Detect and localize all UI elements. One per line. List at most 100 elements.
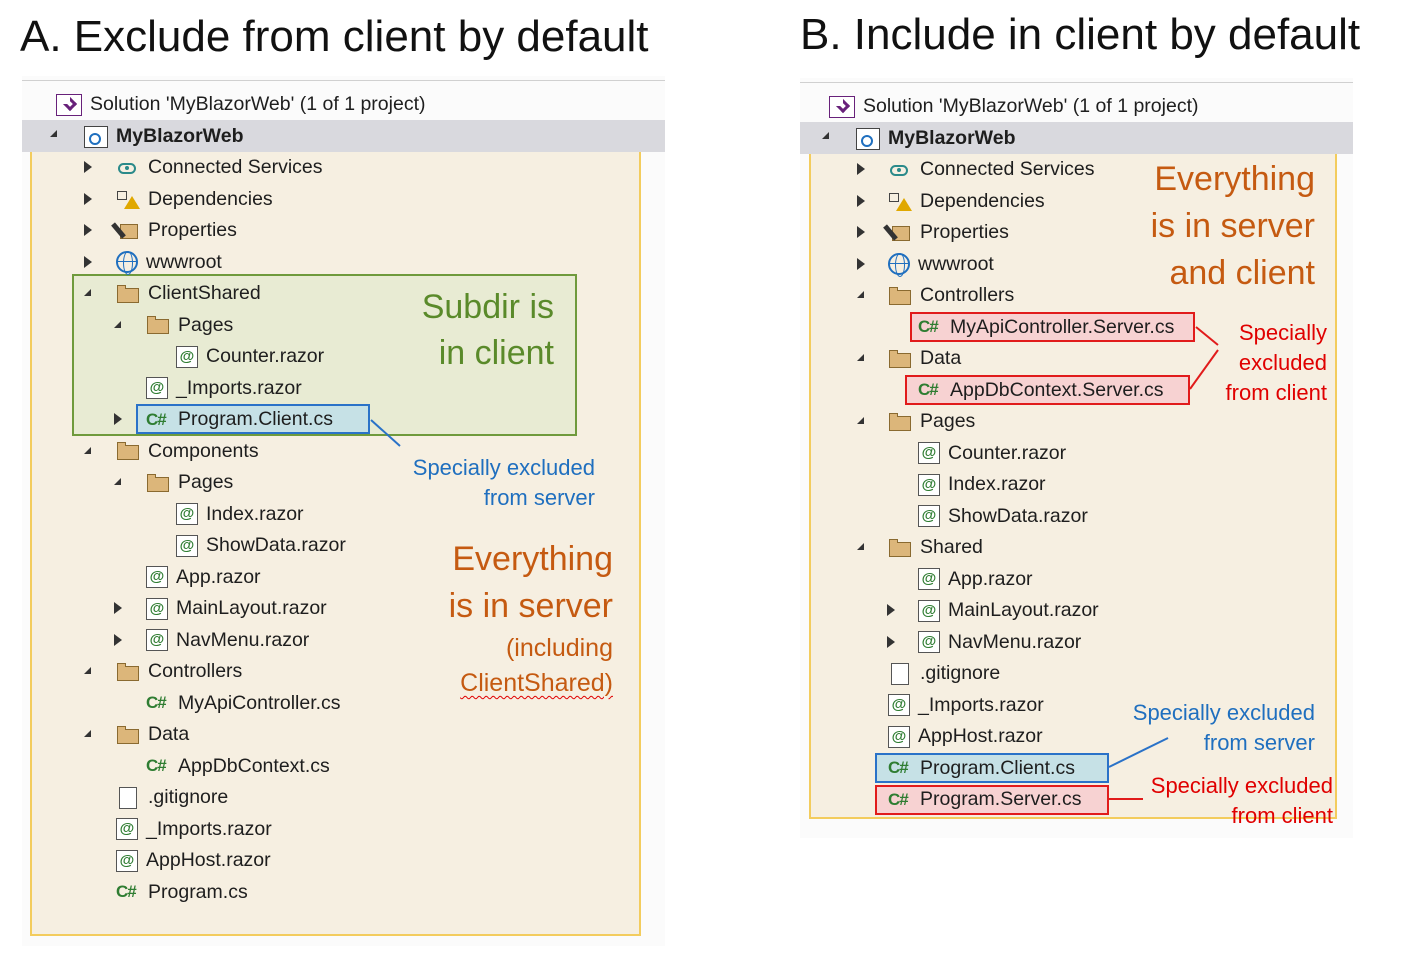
tree-item[interactable]: C#Program.Client.cs (146, 404, 333, 435)
tree-item-label: Program.Server.cs (920, 788, 1082, 810)
tree-item[interactable]: Pages (888, 406, 975, 437)
tree-item[interactable]: @MainLayout.razor (146, 593, 327, 624)
tree-item-label: Counter.razor (206, 345, 325, 367)
tree-item[interactable]: @ _Imports.razor (116, 814, 272, 845)
tree-item[interactable]: C#Program.cs (116, 877, 248, 908)
tree-item-label: _Imports.razor (146, 817, 272, 840)
tree-item[interactable]: .gitignore (888, 658, 1000, 689)
collapsed-arrow-icon[interactable] (84, 161, 92, 173)
collapsed-arrow-icon[interactable] (857, 163, 865, 175)
expanded-arrow-icon[interactable] (857, 543, 864, 550)
collapsed-arrow-icon[interactable] (84, 224, 92, 236)
expand-project-arrow-icon[interactable] (822, 132, 829, 139)
tree-item[interactable]: @NavMenu.razor (918, 627, 1081, 658)
panel-top-edge (22, 76, 665, 81)
tree-item[interactable]: ClientShared (116, 278, 261, 309)
tree-item[interactable]: @AppHost.razor (888, 721, 1043, 752)
connected-services-icon (116, 157, 140, 179)
tree-item[interactable]: Dependencies (888, 186, 1045, 217)
tree-item[interactable]: @_Imports.razor (146, 373, 302, 404)
tree-item[interactable]: @ Counter.razor (176, 341, 324, 372)
collapsed-arrow-icon[interactable] (84, 192, 92, 205)
tree-item-label: Data (148, 723, 190, 745)
collapsed-arrow-icon[interactable] (114, 633, 122, 646)
expanded-arrow-icon[interactable] (84, 667, 91, 674)
tree-item[interactable]: @App.razor (918, 564, 1033, 595)
expanded-arrow-icon[interactable] (857, 417, 864, 424)
tree-item[interactable]: Data (116, 719, 189, 750)
tree-item-label: AppDbContext.cs (178, 754, 330, 777)
tree-item[interactable]: @ShowData.razor (176, 530, 346, 561)
expanded-arrow-icon[interactable] (114, 320, 121, 328)
project-row[interactable]: MyBlazorWeb (856, 123, 1016, 154)
tree-item[interactable]: Properties (888, 217, 1009, 248)
tree-item[interactable]: wwwroot (116, 247, 222, 278)
myapicontroller-server-highlight (910, 312, 1195, 342)
razor-file-icon: @ (116, 818, 138, 840)
tree-item[interactable]: C#Program.Client.cs (888, 753, 1075, 784)
collapsed-arrow-icon[interactable] (114, 413, 122, 425)
tree-item[interactable]: @AppHost.razor (116, 845, 271, 876)
tree-item[interactable]: Dependencies (116, 184, 273, 215)
tree-item[interactable]: C#MyApiController.cs (146, 688, 341, 719)
expanded-arrow-icon[interactable] (114, 478, 121, 485)
tree-item[interactable]: Controllers (888, 280, 1014, 311)
note-line: and client (1169, 254, 1315, 292)
tree-item-label: Controllers (920, 284, 1015, 306)
tree-item[interactable]: C#MyApiController.Server.cs (918, 312, 1174, 343)
tree-item[interactable]: @App.razor (146, 562, 261, 593)
tree-item[interactable]: @Index.razor (176, 499, 304, 530)
collapsed-arrow-icon[interactable] (84, 255, 92, 268)
razor-file-icon: @ (146, 629, 168, 651)
collapsed-arrow-icon[interactable] (857, 194, 865, 207)
tree-item[interactable]: @Counter.razor (918, 438, 1066, 469)
tree-item[interactable]: wwwroot (888, 249, 994, 280)
tree-item[interactable]: Properties (116, 215, 237, 246)
tree-item[interactable]: .gitignore (116, 782, 228, 813)
folder-icon (116, 440, 140, 462)
razor-file-icon: @ (176, 345, 198, 368)
expand-project-arrow-icon[interactable] (50, 130, 57, 137)
expanded-arrow-icon[interactable] (857, 354, 864, 361)
tree-item[interactable]: Connected Services (888, 154, 1095, 185)
tree-item-label: _Imports.razor (918, 693, 1044, 716)
project-row-selection (22, 120, 665, 152)
appdbcontext-server-highlight (905, 375, 1190, 405)
tree-item[interactable]: Controllers (116, 656, 242, 687)
tree-item[interactable]: @ShowData.razor (918, 501, 1088, 532)
tree-item[interactable]: Connected Services (116, 152, 323, 183)
note-subdir-in-client: Subdir is in client (402, 284, 554, 376)
solution-row[interactable]: Solution 'MyBlazorWeb' (1 of 1 project) (56, 89, 425, 120)
tree-item-label: Properties (920, 221, 1009, 243)
collapsed-arrow-icon[interactable] (887, 635, 895, 648)
collapsed-arrow-icon[interactable] (114, 602, 122, 614)
solution-row[interactable]: Solution 'MyBlazorWeb' (1 of 1 project) (829, 91, 1198, 122)
collapsed-arrow-icon[interactable] (857, 226, 865, 238)
dependencies-warning-icon (116, 188, 140, 210)
tree-item[interactable]: C#Program.Server.cs (888, 784, 1081, 815)
tree-item[interactable]: @Index.razor (918, 469, 1046, 500)
collapsed-arrow-icon[interactable] (887, 604, 895, 616)
tree-item[interactable]: Pages (146, 310, 233, 341)
folder-icon (888, 537, 912, 559)
tree-item[interactable]: C#AppDbContext.cs (146, 751, 330, 782)
collapsed-arrow-icon[interactable] (857, 257, 865, 270)
program-client-highlight (875, 753, 1109, 783)
expanded-arrow-icon[interactable] (84, 289, 91, 296)
tree-item-label: MyApiController.Server.cs (950, 315, 1175, 338)
tree-item[interactable]: Components (116, 436, 259, 467)
tree-item[interactable]: @MainLayout.razor (918, 595, 1099, 626)
tree-item[interactable]: @_Imports.razor (888, 690, 1044, 721)
expanded-arrow-icon[interactable] (857, 291, 864, 298)
note-excluded-from-client-2: Specially excluded from client (1130, 771, 1333, 831)
tree-item-label: Properties (148, 219, 237, 241)
tree-item[interactable]: C#AppDbContext.Server.cs (918, 375, 1164, 406)
tree-item[interactable]: @NavMenu.razor (146, 625, 309, 656)
tree-item[interactable]: Data (888, 343, 961, 374)
expanded-arrow-icon[interactable] (84, 730, 91, 737)
tree-item[interactable]: Shared (888, 532, 983, 563)
expanded-arrow-icon[interactable] (84, 446, 91, 454)
tree-item[interactable]: Pages (146, 467, 233, 498)
project-row[interactable]: MyBlazorWeb (84, 121, 244, 152)
note-line: is in server (448, 587, 613, 625)
